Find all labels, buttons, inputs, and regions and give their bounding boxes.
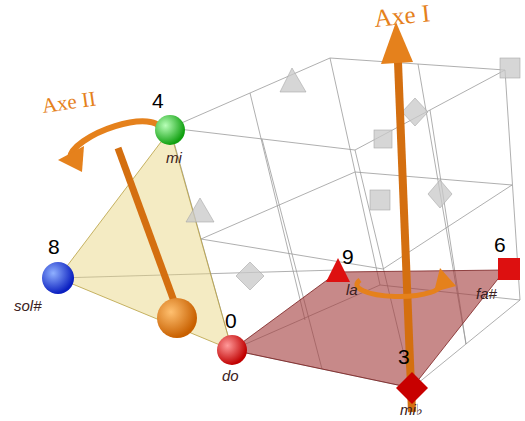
pitch-number: 4 (152, 90, 164, 111)
pitch-number: 0 (225, 310, 237, 331)
pitch-number: 3 (398, 346, 410, 367)
note-name: fa# (476, 286, 497, 301)
axis-label: Axe II (41, 89, 98, 117)
pitch-number: 9 (342, 246, 354, 267)
note-name: mi (166, 150, 182, 165)
note-name: la (346, 282, 358, 297)
note-name: do (222, 368, 239, 383)
axis-label: Axe I (373, 0, 432, 31)
note-name: sol# (14, 298, 42, 313)
note-name: mi♭ (400, 402, 423, 417)
pitch-number: 6 (494, 234, 506, 255)
pitch-number: 8 (48, 236, 60, 257)
